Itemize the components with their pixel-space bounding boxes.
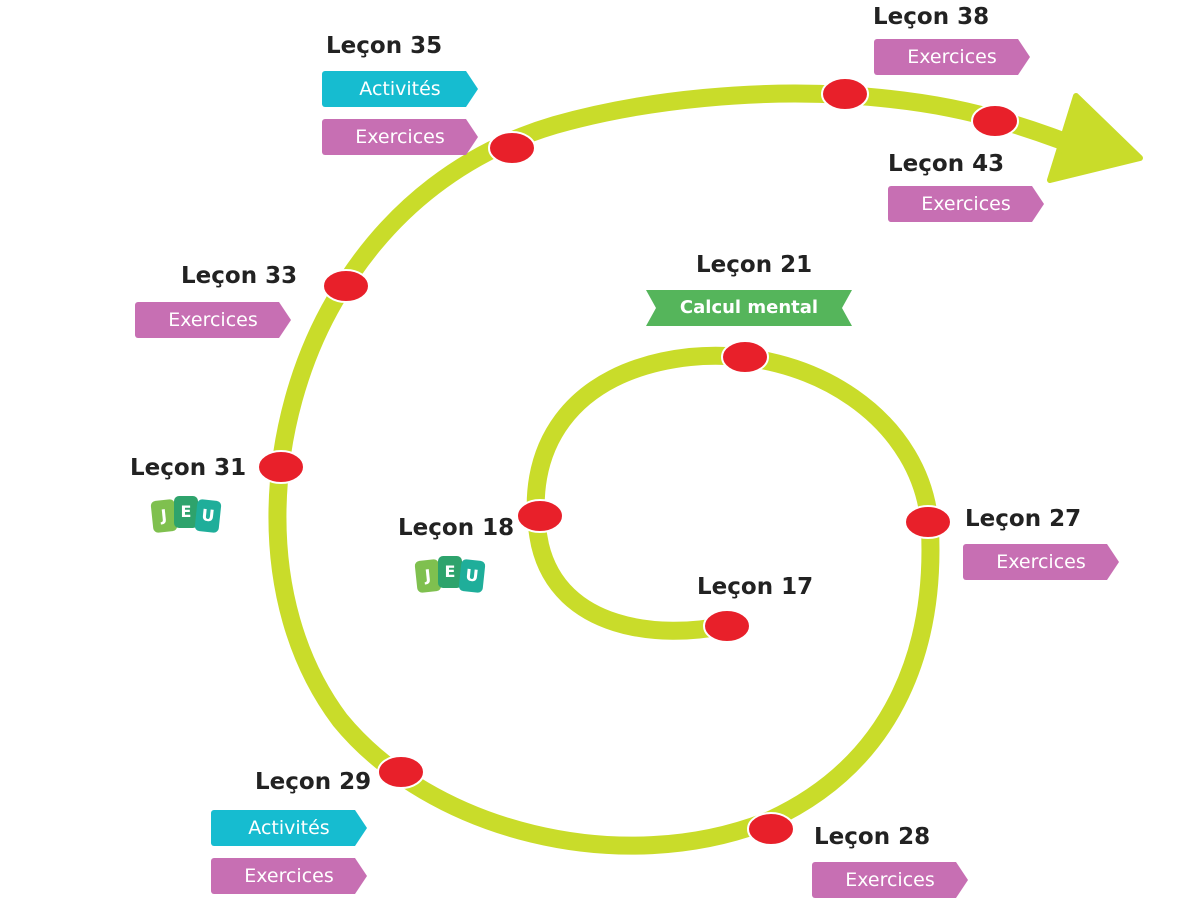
spiral-path <box>268 84 1069 855</box>
lesson-title-l28: Leçon 28 <box>814 824 931 850</box>
lesson-node-l38[interactable] <box>821 77 869 111</box>
exercices-tag-l43[interactable]: Exercices <box>888 186 1044 222</box>
lesson-node-l33[interactable] <box>322 269 370 303</box>
lesson-title-l29: Leçon 29 <box>255 769 372 795</box>
exercices-tag-l38[interactable]: Exercices <box>874 39 1030 75</box>
lesson-title-l27: Leçon 27 <box>965 506 1082 532</box>
jeu-card: E <box>174 496 198 528</box>
exercices-tag-l29[interactable]: Exercices <box>211 858 367 894</box>
exercices-tag-l27[interactable]: Exercices <box>963 544 1119 580</box>
lesson-title-l43: Leçon 43 <box>888 151 1005 177</box>
lesson-title-l35: Leçon 35 <box>326 33 443 59</box>
jeu-card: E <box>438 556 462 588</box>
lesson-title-l38: Leçon 38 <box>873 4 990 30</box>
lesson-title-l21: Leçon 21 <box>696 252 813 278</box>
lesson-title-l17: Leçon 17 <box>697 574 814 600</box>
lesson-node-l17[interactable] <box>703 609 751 643</box>
lesson-title-l33: Leçon 33 <box>181 263 298 289</box>
exercices-tag-l35[interactable]: Exercices <box>322 119 478 155</box>
lesson-node-l28[interactable] <box>747 812 795 846</box>
lesson-title-l18: Leçon 18 <box>398 515 515 541</box>
lesson-node-l21[interactable] <box>721 340 769 374</box>
spiral-arrowhead <box>1047 93 1143 183</box>
lesson-node-l31[interactable] <box>257 450 305 484</box>
lesson-node-l43[interactable] <box>971 104 1019 138</box>
activites-tag-l35[interactable]: Activités <box>322 71 478 107</box>
exercices-tag-l33[interactable]: Exercices <box>135 302 291 338</box>
activites-tag-l29[interactable]: Activités <box>211 810 367 846</box>
calcul-tag-l21[interactable]: Calcul mental <box>646 290 852 326</box>
lesson-node-l18[interactable] <box>516 499 564 533</box>
jeu-card: U <box>458 558 486 594</box>
lesson-node-l29[interactable] <box>377 755 425 789</box>
lesson-node-l35[interactable] <box>488 131 536 165</box>
lesson-node-l27[interactable] <box>904 505 952 539</box>
lesson-title-l31: Leçon 31 <box>130 455 247 481</box>
jeu-card: U <box>194 498 222 534</box>
exercices-tag-l28[interactable]: Exercices <box>812 862 968 898</box>
